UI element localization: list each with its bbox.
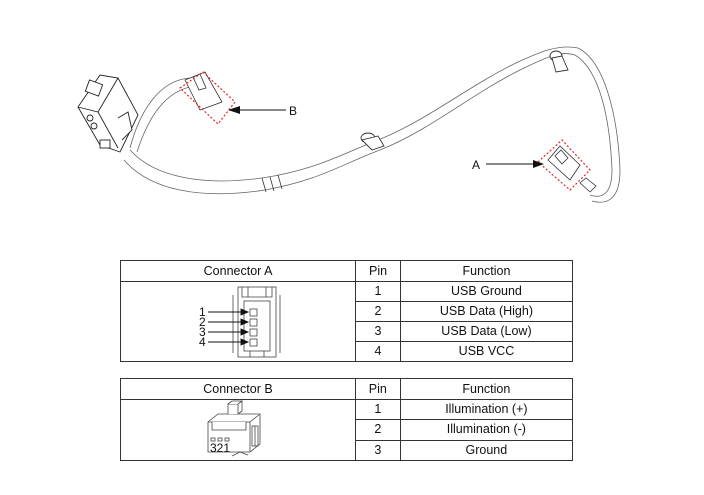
- pin-number: 3: [355, 321, 401, 342]
- pin-number: 3: [354, 439, 401, 462]
- header-connector: Connector A: [119, 260, 357, 282]
- pin-number: 4: [355, 341, 401, 362]
- table-row: 4 USB VCC: [121, 341, 574, 362]
- pin-number: 2: [354, 419, 401, 441]
- connector-b-drawing: [184, 71, 223, 111]
- pin-function: Ground: [399, 439, 574, 462]
- callout-a-arrow: [486, 160, 544, 168]
- cable-tie-1: [261, 174, 283, 193]
- pin-function: Illumination (+): [399, 398, 574, 421]
- callout-a-label: A: [472, 158, 480, 172]
- cable-harness-illustration: B A: [77, 46, 621, 203]
- pin-number: 1: [354, 398, 401, 421]
- pin-function: Illumination (-): [399, 419, 574, 441]
- connector-b-face-drawing: 321: [207, 400, 261, 457]
- pin-number: 2: [355, 301, 401, 322]
- connector-a-drawing: [547, 145, 597, 193]
- pin-label-2: 2: [199, 315, 206, 329]
- connector-a-face-drawing: 1 2 3 4: [199, 286, 281, 357]
- clip-center: [360, 132, 385, 151]
- cable-main-outline-1: [123, 53, 613, 197]
- header-function: Function: [399, 378, 574, 400]
- scanner-body: [77, 74, 139, 153]
- table-row: 2 USB Data (High): [121, 301, 574, 322]
- table-row: 3 Ground: [121, 439, 574, 462]
- table-header-row: Connector A Pin Function: [119, 260, 574, 282]
- connector-b-image-cell: 321: [120, 399, 356, 461]
- clip-top-right: [549, 50, 569, 73]
- connector-a-image-cell: 1 2 3 4: [119, 281, 357, 362]
- connector-a-highlight: [537, 139, 591, 191]
- cable-branch-outline-1: [129, 77, 191, 149]
- connector-b-highlight: [179, 71, 236, 125]
- pin-function: USB Ground: [399, 281, 574, 302]
- pin-function: USB VCC: [399, 341, 574, 362]
- pin-label-1: 1: [199, 305, 206, 319]
- pin-label-4: 4: [199, 335, 206, 349]
- connector-b-pinout-table: Connector B Pin Function 32: [120, 378, 574, 462]
- table-header-row: Connector B Pin Function: [120, 378, 574, 400]
- pin-numbers-printed: 321: [210, 441, 230, 455]
- cable-branch-outline-2: [136, 85, 196, 153]
- header-function: Function: [399, 260, 574, 282]
- table-row: 1 2 3 4 1 USB Ground: [119, 281, 574, 362]
- cable-main-outline-2: [129, 46, 621, 203]
- table-row: 2 Illumination (-): [121, 419, 574, 441]
- header-pin: Pin: [354, 378, 401, 400]
- pin-function: USB Data (High): [399, 301, 574, 322]
- callout-b-label: B: [289, 104, 297, 118]
- pin-number: 1: [355, 281, 401, 302]
- header-connector: Connector B: [120, 378, 356, 400]
- pin-function: USB Data (Low): [399, 321, 574, 342]
- pin-label-3: 3: [199, 325, 206, 339]
- connector-a-pinout-table: Connector A Pin Function: [119, 260, 574, 362]
- header-pin: Pin: [355, 260, 401, 282]
- table-row: 321 1 Illumination (+): [120, 398, 574, 461]
- callout-b-arrow: [228, 106, 286, 114]
